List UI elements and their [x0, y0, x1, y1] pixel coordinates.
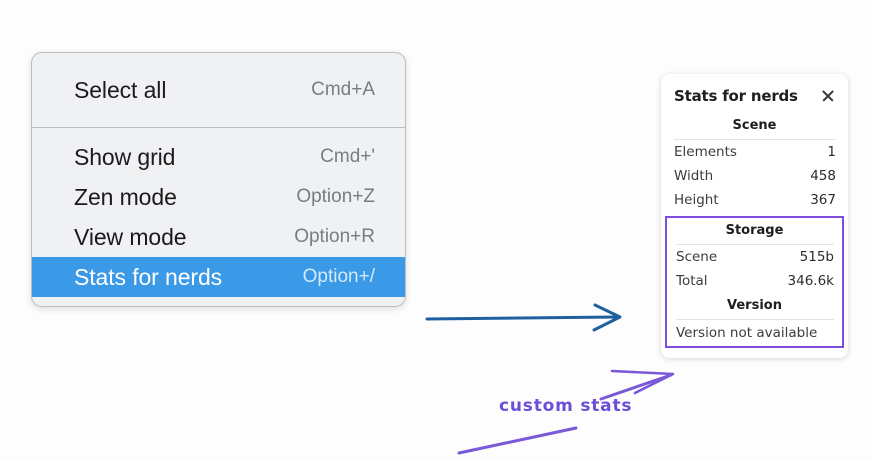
stat-row-elements: Elements 1: [661, 140, 848, 164]
divider: [676, 319, 834, 320]
stat-label: Scene: [676, 249, 718, 265]
stat-label: Height: [674, 192, 719, 208]
close-icon[interactable]: [820, 88, 836, 104]
menu-item-shortcut: Option+Z: [296, 186, 375, 207]
menu-item-view-mode[interactable]: View mode Option+R: [32, 217, 405, 257]
menu-item-zen-mode[interactable]: Zen mode Option+Z: [32, 177, 405, 217]
stat-label: Elements: [674, 144, 737, 160]
menu-group-1: Select all Cmd+A: [32, 53, 405, 128]
stat-value: 367: [810, 192, 836, 208]
stat-row-width: Width 458: [661, 164, 848, 188]
purple-underline-stroke: [457, 426, 578, 455]
purple-arrow-to-highlight: [599, 369, 675, 401]
stat-label: Total: [676, 273, 708, 289]
menu-item-label: Select all: [74, 76, 167, 103]
stat-row-storage-total: Total 346.6k: [667, 269, 842, 293]
stat-value: 515b: [799, 249, 834, 265]
custom-stats-highlight-box: Storage Scene 515b Total 346.6k Version …: [665, 216, 844, 348]
canvas-context-menu[interactable]: Select all Cmd+A Show grid Cmd+' Zen mod…: [31, 52, 406, 307]
menu-item-shortcut: Option+/: [302, 266, 375, 287]
menu-item-shortcut: Option+R: [294, 226, 375, 247]
storage-section-heading: Storage: [725, 223, 784, 238]
menu-item-label: Zen mode: [74, 183, 177, 210]
version-text: Version not available: [676, 325, 818, 341]
menu-item-label: Stats for nerds: [74, 263, 223, 290]
blue-arrow: [425, 303, 622, 332]
panel-title: Stats for nerds: [674, 87, 798, 105]
stat-row-height: Height 367: [661, 188, 848, 212]
divider: [676, 244, 834, 245]
menu-item-select-all[interactable]: Select all Cmd+A: [32, 70, 405, 110]
version-section-heading: Version: [727, 298, 782, 313]
panel-header: Stats for nerds: [661, 84, 848, 113]
menu-item-show-grid[interactable]: Show grid Cmd+': [32, 137, 405, 177]
menu-item-label: View mode: [74, 223, 187, 250]
scene-section-heading: Scene: [732, 118, 777, 133]
stats-for-nerds-panel: Stats for nerds Scene Elements 1 Width 4…: [661, 74, 848, 358]
stat-value: 458: [810, 168, 836, 184]
menu-item-stats-for-nerds[interactable]: Stats for nerds Option+/: [32, 257, 405, 297]
menu-item-shortcut: Cmd+': [320, 146, 375, 167]
divider: [674, 139, 836, 140]
stat-row-storage-scene: Scene 515b: [667, 245, 842, 269]
stat-value: 1: [827, 144, 836, 160]
menu-item-shortcut: Cmd+A: [311, 79, 375, 100]
custom-stats-annotation-label: custom stats: [499, 396, 633, 416]
menu-item-label: Show grid: [74, 143, 176, 170]
stat-label: Width: [674, 168, 714, 184]
stat-value: 346.6k: [787, 273, 834, 289]
menu-group-2: Show grid Cmd+' Zen mode Option+Z View m…: [32, 128, 405, 306]
